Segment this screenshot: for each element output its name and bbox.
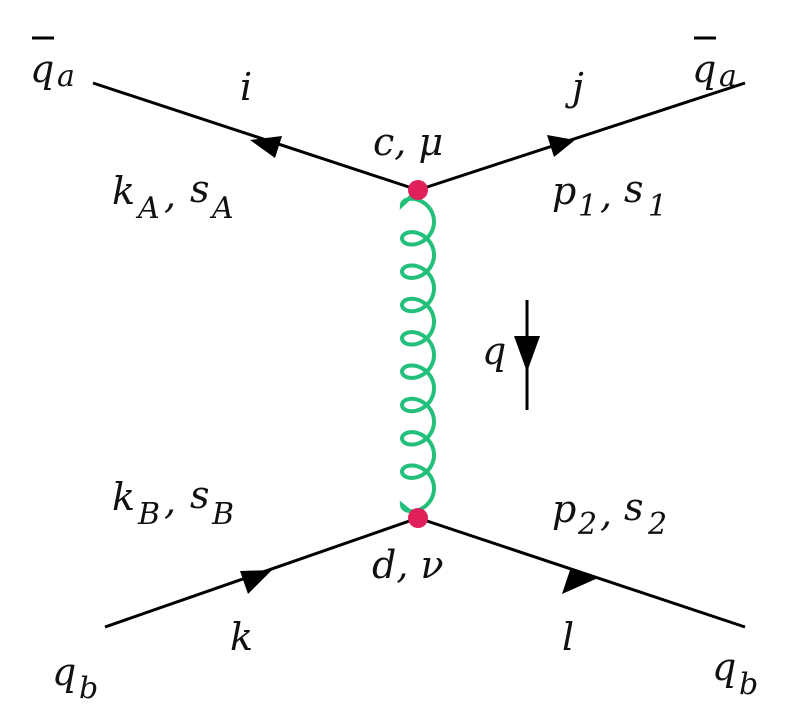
color-index-l: l bbox=[562, 615, 574, 659]
gluon-momentum-label: q bbox=[482, 329, 506, 373]
corner-sub: a bbox=[719, 59, 737, 94]
vertex-top bbox=[408, 180, 428, 200]
arrow-bottom-left-icon bbox=[240, 570, 272, 594]
mom-s-sub: 1 bbox=[648, 189, 667, 224]
gluon-line bbox=[399, 188, 437, 520]
mom-p-sub: 2 bbox=[577, 507, 597, 542]
comma: , bbox=[164, 479, 176, 523]
mom-s: s bbox=[190, 167, 210, 211]
corner-base: q bbox=[712, 645, 736, 689]
arrow-top-left-icon bbox=[250, 136, 282, 158]
comma: , bbox=[164, 173, 176, 217]
mom-p-sub: 1 bbox=[578, 189, 597, 224]
mom-k-sub: B bbox=[137, 497, 160, 532]
mom-p: p bbox=[552, 169, 576, 213]
momentum-arrow-down-icon bbox=[514, 336, 540, 372]
corner-label-top-right: q a bbox=[692, 36, 737, 94]
momentum-label-bottom-left: k B , s B bbox=[112, 473, 234, 532]
fermion-line-bottom-right bbox=[417, 516, 746, 629]
corner-sub: b bbox=[739, 667, 758, 702]
vertex-bottom bbox=[408, 508, 428, 528]
comma: , bbox=[600, 491, 612, 535]
comma: , bbox=[600, 173, 612, 217]
mom-k: k bbox=[112, 475, 135, 519]
corner-base: q bbox=[52, 650, 76, 694]
mom-s: s bbox=[624, 167, 644, 211]
momentum-label-top-left: k A , s A bbox=[112, 167, 234, 226]
color-index-j: j bbox=[565, 65, 584, 109]
corner-base: q bbox=[30, 47, 54, 91]
mom-k: k bbox=[112, 169, 135, 213]
mom-k-sub: A bbox=[135, 191, 160, 226]
vertex-label-bottom: d, ν bbox=[372, 543, 444, 587]
arrow-bottom-right-icon bbox=[562, 570, 598, 594]
corner-label-bottom-left: q b bbox=[52, 650, 98, 706]
mom-s-sub: 2 bbox=[647, 507, 667, 542]
corner-sub: a bbox=[57, 59, 75, 94]
mom-s: s bbox=[624, 485, 644, 529]
corner-label-bottom-right: q b bbox=[712, 645, 758, 702]
mom-s-sub: B bbox=[211, 497, 234, 532]
fermion-line-top-right bbox=[417, 81, 746, 192]
corner-sub: b bbox=[79, 671, 98, 706]
corner-label-top-left: q a bbox=[30, 36, 75, 94]
mom-s-sub: A bbox=[209, 191, 234, 226]
vertex-label-top: c, μ bbox=[373, 120, 443, 164]
color-index-k: k bbox=[230, 615, 253, 659]
momentum-label-top-right: p 1 , s 1 bbox=[552, 167, 667, 224]
mom-p: p bbox=[552, 487, 576, 531]
corner-base: q bbox=[692, 47, 716, 91]
arrow-top-right-icon bbox=[547, 135, 575, 157]
color-index-i: i bbox=[240, 65, 252, 109]
mom-s: s bbox=[190, 473, 210, 517]
momentum-label-bottom-right: p 2 , s 2 bbox=[552, 485, 667, 542]
fermion-line-top-left bbox=[92, 81, 419, 192]
